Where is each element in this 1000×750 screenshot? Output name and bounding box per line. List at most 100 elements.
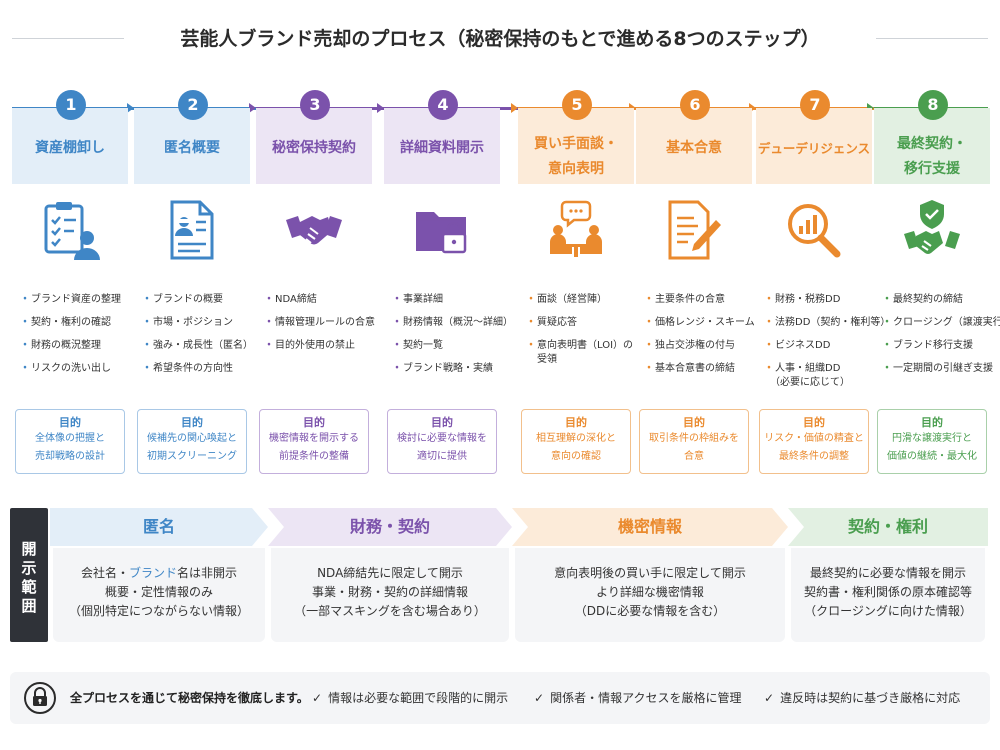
disclosure-phase-text: 最終契約に必要な情報を開示 xyxy=(809,566,966,580)
step-purpose-box: 目的機密情報を開示する前提条件の整備 xyxy=(259,409,369,474)
step-item: ・最終契約の締結 xyxy=(882,294,963,305)
step-item: ・（必要に応じて） xyxy=(775,377,850,388)
check-icon: ✓ xyxy=(312,691,323,705)
step-item: ・ブランド戦略・実績 xyxy=(392,363,493,374)
step-item-list: ・最終契約の締結・クロージング（譲渡実行）・ブランド移行支援・一定期間の引継ぎ支… xyxy=(882,294,1000,386)
step-header xyxy=(134,108,250,184)
footer-point: ✓関係者・情報アクセスを厳格に管理 xyxy=(534,691,742,705)
purpose-text: 意向の確認 xyxy=(551,451,601,462)
locked-folder-icon xyxy=(412,198,472,262)
disclosure-scope-char: 開 xyxy=(21,540,37,558)
step-item: ・独占交渉権の付与 xyxy=(644,340,735,351)
disclosure-phase-text: 概要・定性情報のみ xyxy=(104,585,213,599)
disclosure-phase-title: 機密情報 xyxy=(617,517,682,536)
check-icon: ✓ xyxy=(764,691,775,705)
step-header xyxy=(12,108,128,184)
disclosure-phase: 機密情報意向表明後の買い手に限定して開示より詳細な機密情報（DDに必要な情報を含… xyxy=(512,508,788,642)
purpose-text: 初期スクリーニング xyxy=(147,451,237,462)
disclosure-phase: 匿名会社名・ブランド名は非開示概要・定性情報のみ（個別特定につながらない情報） xyxy=(50,508,268,642)
title-divider-right xyxy=(876,38,988,39)
step-title: 匿名概要 xyxy=(164,140,220,156)
step-number-badge: 8 xyxy=(918,90,948,120)
disclosure-phase: 契約・権利最終契約に必要な情報を開示契約書・権利関係の原本確認等（クロージングに… xyxy=(788,508,988,642)
step-header xyxy=(384,108,500,184)
step-title: 資産棚卸し xyxy=(35,140,105,156)
purpose-text: 価値の継続・最大化 xyxy=(887,451,977,462)
step-item-list: ・主要条件の合意・価格レンジ・スキーム・独占交渉権の付与・基本合意書の締結 xyxy=(644,294,755,386)
step-item-list: ・面談（経営陣）・質疑応答・意向表明書（LOI）の・受領 xyxy=(526,294,633,377)
disclosure-scope-label: 開示範囲 xyxy=(10,540,48,616)
disclosure-phase-header: 匿名 xyxy=(50,508,268,546)
disclosure-phase-text: より詳細な機密情報 xyxy=(596,585,704,599)
handshake-icon xyxy=(284,198,344,262)
disclosure-phase-text: 会社名・ブランド名は非開示 xyxy=(80,566,238,580)
step-item-list: ・ブランドの概要・市場・ポジション・強み・成長性（匿名） ・希望条件の方向性 xyxy=(142,294,253,386)
step-number-badge: 7 xyxy=(800,90,830,120)
purpose-label: 目的 xyxy=(683,416,705,429)
step-item: ・ブランド資産の整理 xyxy=(20,294,121,305)
title-divider-left xyxy=(12,38,124,39)
disclosure-phase-text: NDA締結先に限定して開示 xyxy=(317,566,463,580)
step-item: ・人事・組織DD xyxy=(764,363,841,374)
disclosure-phase-text: 事業・財務・契約の詳細情報 xyxy=(311,585,468,599)
step-header xyxy=(756,108,872,184)
step-item-list: ・財務・税務DD・法務DD（契約・権利等）・ビジネスDD・人事・組織DD・（必要… xyxy=(764,294,891,400)
step-item: ・主要条件の合意 xyxy=(644,294,725,305)
step-item: ・価格レンジ・スキーム xyxy=(644,317,755,328)
step-item: ・市場・ポジション xyxy=(142,317,233,328)
step-header xyxy=(256,108,372,184)
step-item: ・一定期間の引継ぎ支援 xyxy=(882,363,993,374)
step-title-line: 移行支援 xyxy=(904,161,960,177)
purpose-text: リスク・価値の精査と xyxy=(764,433,864,444)
flow-arrow-icon xyxy=(377,103,384,113)
step-title-line: 最終契約・ xyxy=(897,136,967,152)
disclosure-phase-body: 意向表明後の買い手に限定して開示より詳細な機密情報（DDに必要な情報を含む） xyxy=(515,548,785,642)
step-header xyxy=(874,108,990,184)
purpose-label: 目的 xyxy=(303,416,325,429)
step-item: ・事業詳細 xyxy=(392,294,443,305)
footer-main-statement: 全プロセスを通じて秘密保持を徹底します。 xyxy=(70,691,309,705)
disclosure-phase-title: 契約・権利 xyxy=(847,517,928,536)
step-item: ・ブランドの概要 xyxy=(142,294,223,305)
flow-arrow-icon xyxy=(749,103,756,113)
process-step-5: 5 買い手面談・意向表明 ・面談（経営陣）・質疑応答・意向表明書（LOI）の・受領… xyxy=(518,90,634,478)
step-item: ・契約一覧 xyxy=(392,340,443,351)
process-step-2: 2 匿名概要 ・ブランドの概要・市場・ポジション・強み・成長性（匿名） ・希望条件の… xyxy=(134,90,253,478)
disclosure-phase-title: 匿名 xyxy=(142,517,175,536)
page-title: 芸能人ブランド売却のプロセス（秘密保持のもとで進める8つのステップ） xyxy=(180,28,820,50)
step-purpose-box: 目的検討に必要な情報を適切に提供 xyxy=(387,409,497,474)
clipboard-person-icon xyxy=(40,198,100,262)
disclosure-scope-label-box: 開示範囲 xyxy=(10,508,48,642)
step-item: ・リスクの洗い出し xyxy=(20,363,111,374)
step-purpose-box: 目的候補先の関心喚起と初期スクリーニング xyxy=(137,409,247,474)
purpose-text: 前提条件の整備 xyxy=(279,451,349,462)
step-number-badge: 2 xyxy=(178,90,208,120)
step-title: 買い手面談・意向表明 xyxy=(518,132,634,182)
step-title: 詳細資料開示 xyxy=(400,140,484,156)
step-item: ・財務の概況整理 xyxy=(20,340,101,351)
step-item: ・希望条件の方向性 xyxy=(142,363,233,374)
step-item: ・法務DD（契約・権利等） xyxy=(764,317,891,328)
step-item: ・強み・成長性（匿名） xyxy=(142,340,253,351)
step-item: ・クロージング（譲渡実行） xyxy=(882,317,1000,328)
confidentiality-footer: 全プロセスを通じて秘密保持を徹底します。 ✓情報は必要な範囲で段階的に開示 ✓関… xyxy=(10,672,990,724)
step-item: ・財務・税務DD xyxy=(764,294,841,305)
purpose-text: 適切に提供 xyxy=(417,451,467,462)
magnifier-chart-icon xyxy=(784,198,844,262)
purpose-label: 目的 xyxy=(565,416,587,429)
step-item-list: ・NDA締結・情報管理ルールの合意・目的外使用の禁止 xyxy=(264,294,375,363)
step-title: デューデリジェンス xyxy=(757,141,871,156)
disclosure-phase-body: 会社名・ブランド名は非開示概要・定性情報のみ（個別特定につながらない情報） xyxy=(53,548,265,642)
disclosure-phase-header: 機密情報 xyxy=(512,508,788,546)
footer-point: ✓情報は必要な範囲で段階的に開示 xyxy=(312,691,509,705)
disclosure-phase-body: 最終契約に必要な情報を開示契約書・権利関係の原本確認等（クロージングに向けた情報… xyxy=(791,548,985,642)
purpose-text: 全体像の把握と xyxy=(35,433,105,444)
purpose-text: 売却戦略の設計 xyxy=(35,451,105,462)
step-item: ・契約・権利の確認 xyxy=(20,317,111,328)
step-number-badge: 5 xyxy=(562,90,592,120)
